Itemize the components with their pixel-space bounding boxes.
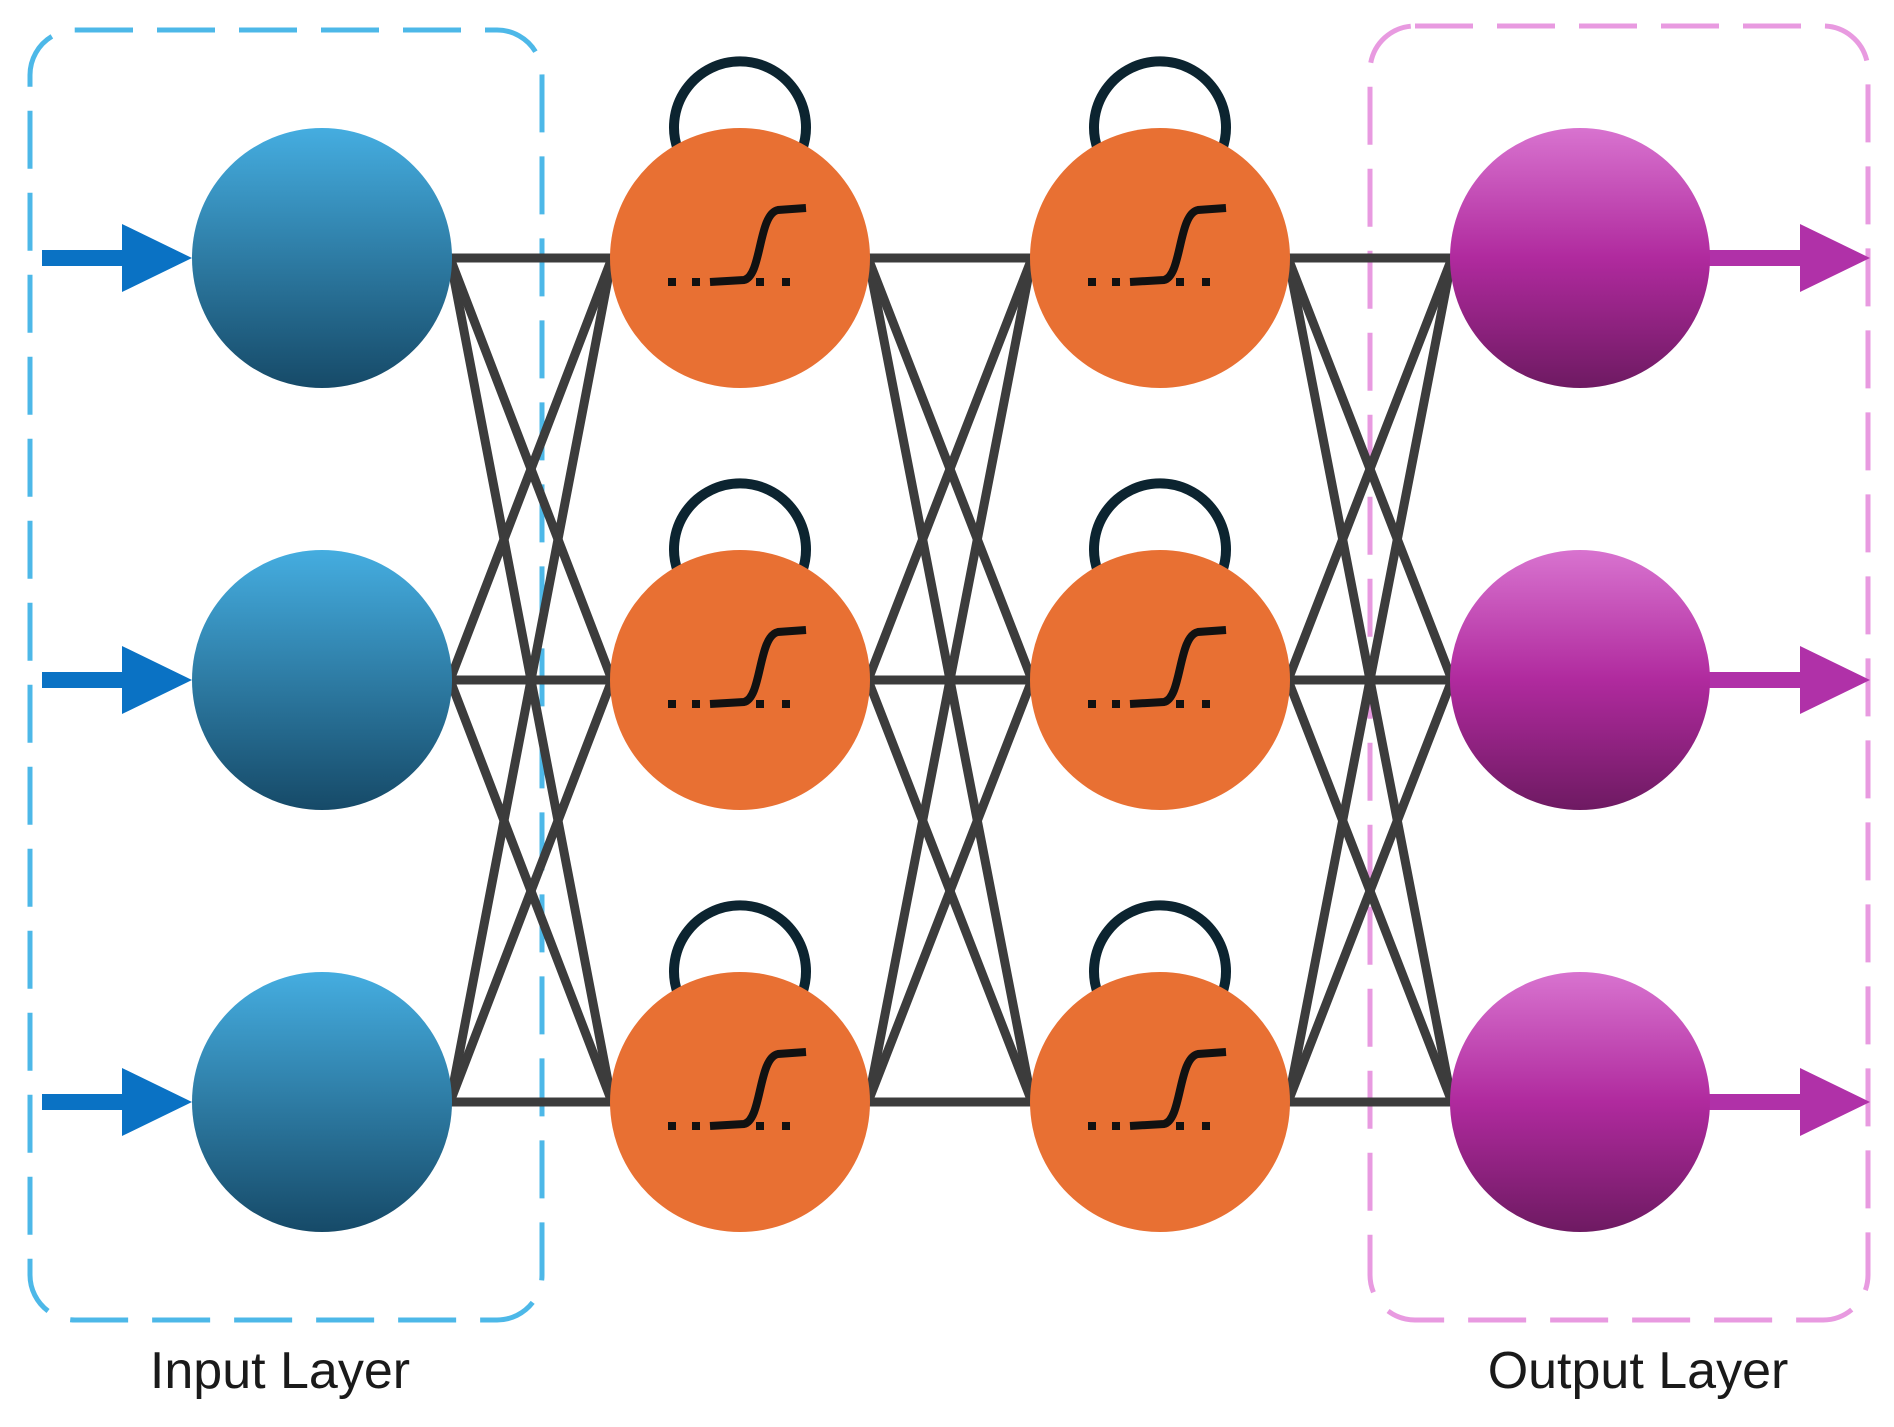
network-nodes xyxy=(192,128,1710,1232)
sigmoid-icon xyxy=(1088,1048,1227,1130)
output-node-2 xyxy=(1450,550,1710,810)
hidden1-node-3 xyxy=(610,972,870,1232)
self-loop-hidden1-2 xyxy=(669,478,811,574)
input-arrow-2 xyxy=(42,646,192,714)
edge-l2-n2-to-n0 xyxy=(1283,253,1457,1107)
edge-l1-n2-to-n0 xyxy=(863,253,1037,1107)
sigmoid-icon xyxy=(668,626,807,708)
input-node-2 xyxy=(192,550,452,810)
sigmoid-icon xyxy=(1088,204,1227,286)
sigmoid-icon xyxy=(668,1048,807,1130)
output-node-3 xyxy=(1450,972,1710,1232)
edge-l2-n1-to-n0 xyxy=(1283,253,1457,685)
input-node-1 xyxy=(192,128,452,388)
hidden2-node-2 xyxy=(1030,550,1290,810)
edge-l0-n2-to-n0 xyxy=(445,253,617,1107)
input-layer-box xyxy=(27,27,545,1323)
sigmoid-icon xyxy=(668,204,807,286)
self-loop-hidden1-3 xyxy=(669,900,811,996)
output-arrow-2 xyxy=(1708,646,1870,714)
edge-l0-n2-to-n1 xyxy=(445,675,617,1107)
self-loop-hidden2-1 xyxy=(1089,56,1231,152)
input-arrow-1 xyxy=(42,224,192,292)
edge-l1-n2-to-n1 xyxy=(863,675,1037,1107)
output-arrow-1 xyxy=(1708,224,1870,292)
output-node-1 xyxy=(1450,128,1710,388)
hidden1-node-1 xyxy=(610,128,870,388)
edge-l2-n2-to-n1 xyxy=(1283,675,1457,1107)
self-loop-hidden1-1 xyxy=(669,56,811,152)
self-loop-hidden2-3 xyxy=(1089,900,1231,996)
self-loop-hidden2-2 xyxy=(1089,478,1231,574)
input-layer-label: Input Layer xyxy=(150,1342,410,1400)
hidden2-node-1 xyxy=(1030,128,1290,388)
input-node-3 xyxy=(192,972,452,1232)
recurrent-self-loops xyxy=(669,56,1231,996)
hidden2-node-3 xyxy=(1030,972,1290,1232)
output-layer-label: Output Layer xyxy=(1488,1342,1789,1400)
input-arrow-3 xyxy=(42,1068,192,1136)
io-arrows xyxy=(42,224,1870,1136)
output-arrow-3 xyxy=(1708,1068,1870,1136)
connection-edges xyxy=(445,253,1457,1107)
edge-l1-n1-to-n0 xyxy=(863,253,1037,685)
hidden1-node-2 xyxy=(610,550,870,810)
sigmoid-icon xyxy=(1088,626,1227,708)
edge-l0-n1-to-n0 xyxy=(445,253,617,685)
